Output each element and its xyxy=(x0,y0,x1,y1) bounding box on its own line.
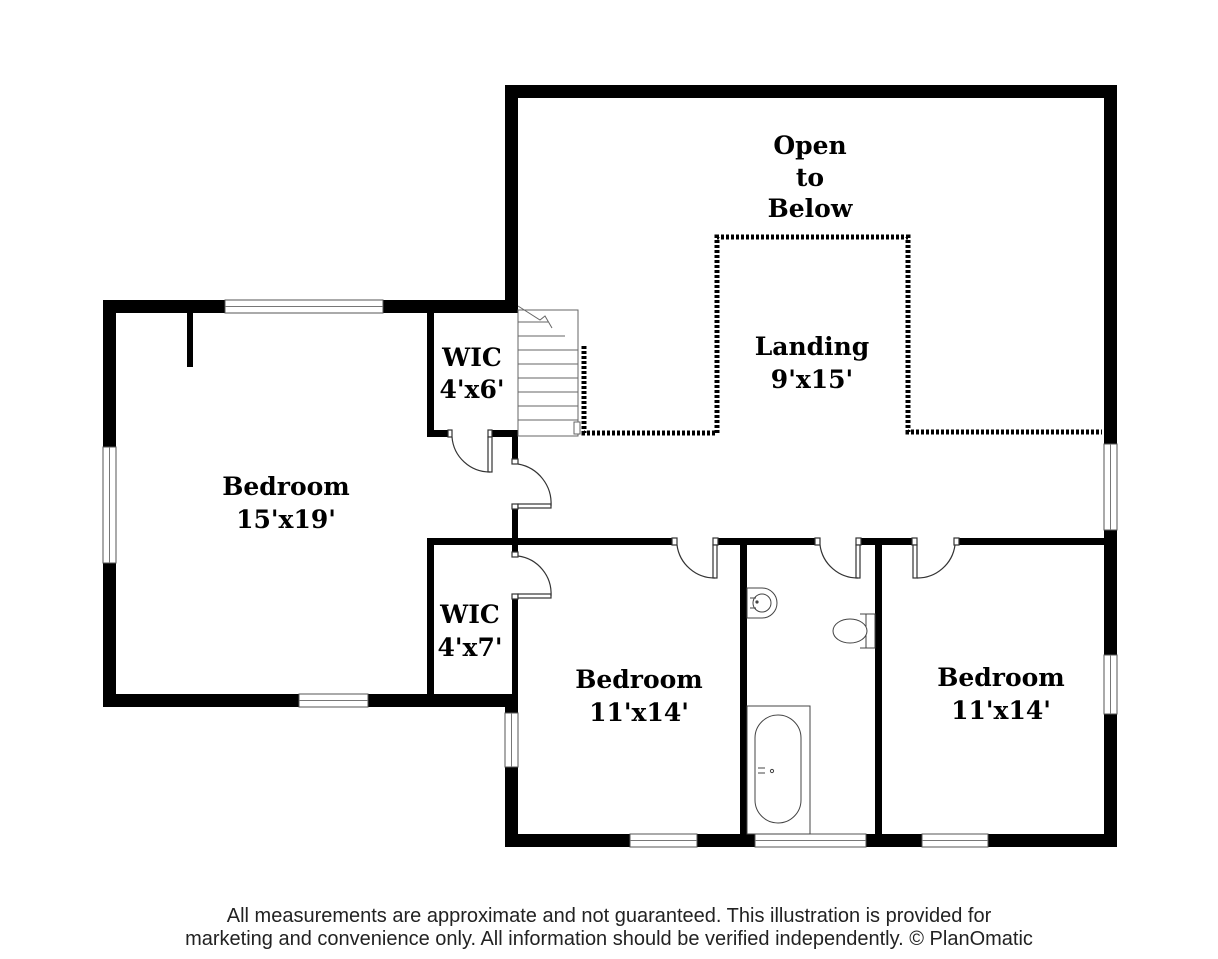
disclaimer-line1: All measurements are approximate and not… xyxy=(226,905,992,927)
bedroom-right-name: Bedroom xyxy=(937,663,1065,692)
wic-lower-size: 4'x7' xyxy=(437,633,502,662)
master-bedroom-size: 15'x19' xyxy=(236,505,336,534)
bathtub-icon xyxy=(746,705,811,835)
landing-name: Landing xyxy=(755,332,870,361)
landing-size: 9'x15' xyxy=(771,365,853,394)
sink-icon xyxy=(746,587,778,619)
bedroom-right-size: 11'x14' xyxy=(951,696,1051,725)
bedroom-center-name: Bedroom xyxy=(575,665,703,694)
disclaimer-line2: marketing and convenience only. All info… xyxy=(185,928,1033,950)
exterior-walls xyxy=(103,85,1117,847)
disclaimer: All measurements are approximate and not… xyxy=(0,905,1218,951)
master-bedroom-name: Bedroom xyxy=(222,472,350,501)
interior-walls xyxy=(187,313,1104,834)
toilet-icon xyxy=(832,613,876,649)
open-to-below-line2: to xyxy=(796,163,824,192)
staircase xyxy=(517,305,581,437)
open-to-below-line1: Open xyxy=(773,131,846,160)
doors xyxy=(447,429,960,600)
wic-lower-name: WIC xyxy=(439,600,500,629)
wic-upper-name: WIC xyxy=(441,343,502,372)
wic-upper-size: 4'x6' xyxy=(439,375,504,404)
bathroom-fixtures xyxy=(746,587,876,835)
room-labels: Open to Below Landing 9'x15' Bedroom 15'… xyxy=(222,131,1065,727)
bedroom-center-size: 11'x14' xyxy=(589,698,689,727)
windows xyxy=(102,299,1118,848)
landing-railing xyxy=(581,234,1102,436)
open-to-below-line3: Below xyxy=(768,194,854,223)
